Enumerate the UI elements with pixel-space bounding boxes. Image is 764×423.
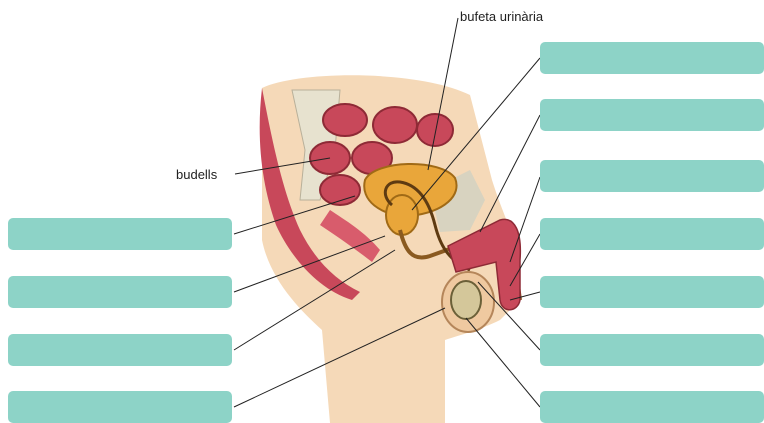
blank-box-right-7[interactable] bbox=[540, 391, 764, 423]
blank-box-right-6[interactable] bbox=[540, 334, 764, 366]
leader-right-3 bbox=[510, 177, 540, 262]
blank-box-right-3[interactable] bbox=[540, 160, 764, 192]
leader-right-7 bbox=[466, 318, 540, 407]
blank-box-left-2[interactable] bbox=[8, 276, 232, 308]
blank-box-right-1[interactable] bbox=[540, 42, 764, 74]
blank-box-right-5[interactable] bbox=[540, 276, 764, 308]
blank-box-left-4[interactable] bbox=[8, 391, 232, 423]
blank-box-right-4[interactable] bbox=[540, 218, 764, 250]
blank-box-left-3[interactable] bbox=[8, 334, 232, 366]
prostate bbox=[386, 195, 418, 235]
blank-box-left-1[interactable] bbox=[8, 218, 232, 250]
blank-box-right-2[interactable] bbox=[540, 99, 764, 131]
testis bbox=[451, 281, 481, 319]
bladder-label: bufeta urinària bbox=[460, 10, 543, 23]
intestines-label: budells bbox=[176, 168, 217, 181]
